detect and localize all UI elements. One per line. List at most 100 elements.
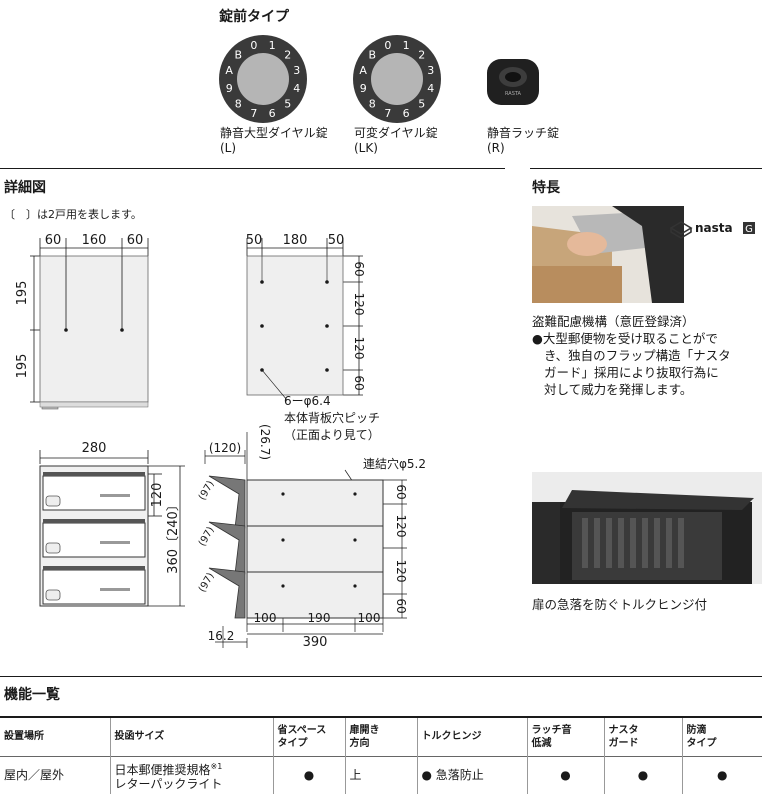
- dial-digit: 1: [269, 39, 276, 52]
- side-view-drawing: (120) (26.7) 連結穴φ5.2 (97) (97) (97) 60 1…: [197, 424, 426, 650]
- feature-caption-line: き、独自のフラップ構造「ナスタ: [544, 348, 731, 363]
- back-w-left: 50: [246, 233, 263, 248]
- dial-digit: 3: [293, 64, 300, 77]
- feature-caption-line: ●大型郵便物を受け取ることがで: [532, 331, 718, 346]
- lock-code: (L): [220, 141, 237, 155]
- cell-door: 上: [344, 755, 417, 794]
- lock-item-r: 静音ラッチ錠 (R): [487, 126, 559, 156]
- back-w-mid: 180: [283, 233, 308, 248]
- front-view-drawing: 60 160 60 195 195: [15, 233, 149, 410]
- lock-code: (LK): [354, 141, 378, 155]
- detail-note: 〔 〕は2戸用を表します。: [4, 208, 142, 221]
- back-r4: 60: [352, 375, 366, 390]
- side-top-offset: (120): [209, 441, 241, 455]
- side-r2: 120: [394, 515, 408, 538]
- col-header: 省スペースタイプ: [272, 718, 345, 756]
- feature-caption-line: 対して威力を発揮します。: [544, 382, 693, 397]
- feature-caption-line: ガード」採用により抜取行為に: [544, 365, 719, 380]
- dial-digit: 0: [384, 39, 391, 52]
- table-header-row: 設置場所 投函サイズ 省スペースタイプ 扉開き方向 トルクヒンジ ラッチ音低減 …: [0, 718, 762, 756]
- lock-code: (R): [487, 141, 505, 155]
- dial-digit: 3: [427, 64, 434, 77]
- cell-place: 屋内／屋外: [0, 755, 110, 794]
- dial-digit: 0: [250, 39, 257, 52]
- cell-size: 日本郵便推奨規格※1 レターパックライト: [109, 755, 273, 794]
- feature-caption-1: 盗難配慮機構（意匠登録済） ●大型郵便物を受け取ることがで き、独自のフラップ構…: [532, 313, 762, 398]
- dial-digit: 5: [418, 98, 425, 111]
- col-header: 設置場所: [4, 731, 44, 743]
- back-w-right: 50: [328, 233, 345, 248]
- nasta-guard-photo: [532, 206, 684, 303]
- front-w-right: 60: [127, 233, 144, 248]
- nasta-logo-text: nasta: [695, 221, 733, 235]
- back-holes-label: 6ーφ6.4: [284, 394, 331, 408]
- side-b-right: 100: [358, 611, 381, 625]
- side-hole-label: 連結穴φ5.2: [363, 456, 426, 471]
- col-header: ラッチ音低減: [526, 718, 604, 756]
- side-top-gap: (26.7): [258, 424, 272, 460]
- feature-caption-title: 盗難配慮機構（意匠登録済）: [532, 314, 695, 329]
- side-angle-1: (97): [197, 479, 217, 502]
- lock-name: 静音ラッチ錠: [487, 126, 560, 140]
- lock-item-lk: 可変ダイヤル錠 (LK): [354, 126, 438, 156]
- front-h-bottom: 195: [15, 354, 30, 379]
- cell-space: ●: [272, 755, 345, 794]
- feature-top-rule: [530, 168, 762, 169]
- torque-hinge-photo: [532, 472, 762, 584]
- nasta-logo-badge: G: [745, 224, 753, 235]
- lock-section-title: 錠前タイプ: [219, 9, 289, 25]
- lock-name: 静音大型ダイヤル錠: [220, 126, 328, 140]
- front-w-mid: 160: [82, 233, 107, 248]
- table-row: 屋内／屋外 日本郵便推奨規格※1 レターパックライト ● 上 ● 急落防止 ● …: [0, 755, 762, 794]
- dial-digit: 7: [250, 107, 257, 120]
- dial-digit: 5: [284, 98, 291, 111]
- side-b-mid: 190: [308, 611, 331, 625]
- table-top-rule: [0, 716, 762, 718]
- col-header: 扉開き方向: [344, 718, 417, 756]
- stack-total: 360〔240〕: [166, 498, 181, 574]
- lock-item-l: 静音大型ダイヤル錠 (L): [220, 126, 328, 156]
- dial-digit: 4: [427, 82, 434, 95]
- back-r2: 120: [352, 293, 366, 316]
- dial-digit: 8: [235, 98, 242, 111]
- latch-brand-label: RASTA: [505, 91, 522, 97]
- features-title: 特長: [532, 180, 560, 196]
- stack-front-drawing: 280 120 360〔240〕: [39, 441, 185, 607]
- dial-digit: 2: [418, 48, 425, 61]
- dial-digit: 9: [226, 82, 233, 95]
- back-caption-1: 本体背板穴ピッチ: [284, 411, 381, 425]
- col-header: 防滴タイプ: [681, 718, 762, 756]
- dial-digit: 2: [284, 48, 291, 61]
- side-angle-3: (97): [197, 571, 217, 594]
- back-r1: 60: [352, 261, 366, 276]
- lock-name: 可変ダイヤル錠: [354, 126, 438, 140]
- back-view-drawing: 50 180 50 60 120 120 60: [246, 233, 366, 401]
- stack-unit: 120: [150, 483, 165, 508]
- dial-digit: 6: [403, 107, 410, 120]
- stack-width: 280: [82, 441, 107, 456]
- side-r4: 60: [394, 598, 408, 613]
- dial-digit: A: [359, 64, 367, 77]
- front-h-top: 195: [15, 281, 30, 306]
- cell-guard: ●: [603, 755, 682, 794]
- cell-drip: ●: [681, 755, 762, 794]
- side-offset: 16.2: [208, 629, 235, 643]
- dial-digit: 8: [369, 98, 376, 111]
- dial-digit: 4: [293, 82, 300, 95]
- col-header: 投函サイズ: [109, 718, 273, 756]
- cell-hinge: ● 急落防止: [416, 755, 527, 794]
- cell-latch: ●: [526, 755, 604, 794]
- dial-digit: B: [235, 48, 243, 61]
- dial-digit: 1: [403, 39, 410, 52]
- side-r3: 120: [394, 560, 408, 583]
- detail-top-rule: [0, 168, 505, 169]
- nasta-logo: nasta G: [669, 221, 755, 239]
- back-caption-2: （正面より見て）: [284, 428, 380, 442]
- side-b-left: 100: [254, 611, 277, 625]
- functions-table: 設置場所 投函サイズ 省スペースタイプ 扉開き方向 トルクヒンジ ラッチ音低減 …: [0, 718, 762, 794]
- col-header: トルクヒンジ: [416, 718, 527, 756]
- dial-digit: 9: [360, 82, 367, 95]
- dial-digit: A: [225, 64, 233, 77]
